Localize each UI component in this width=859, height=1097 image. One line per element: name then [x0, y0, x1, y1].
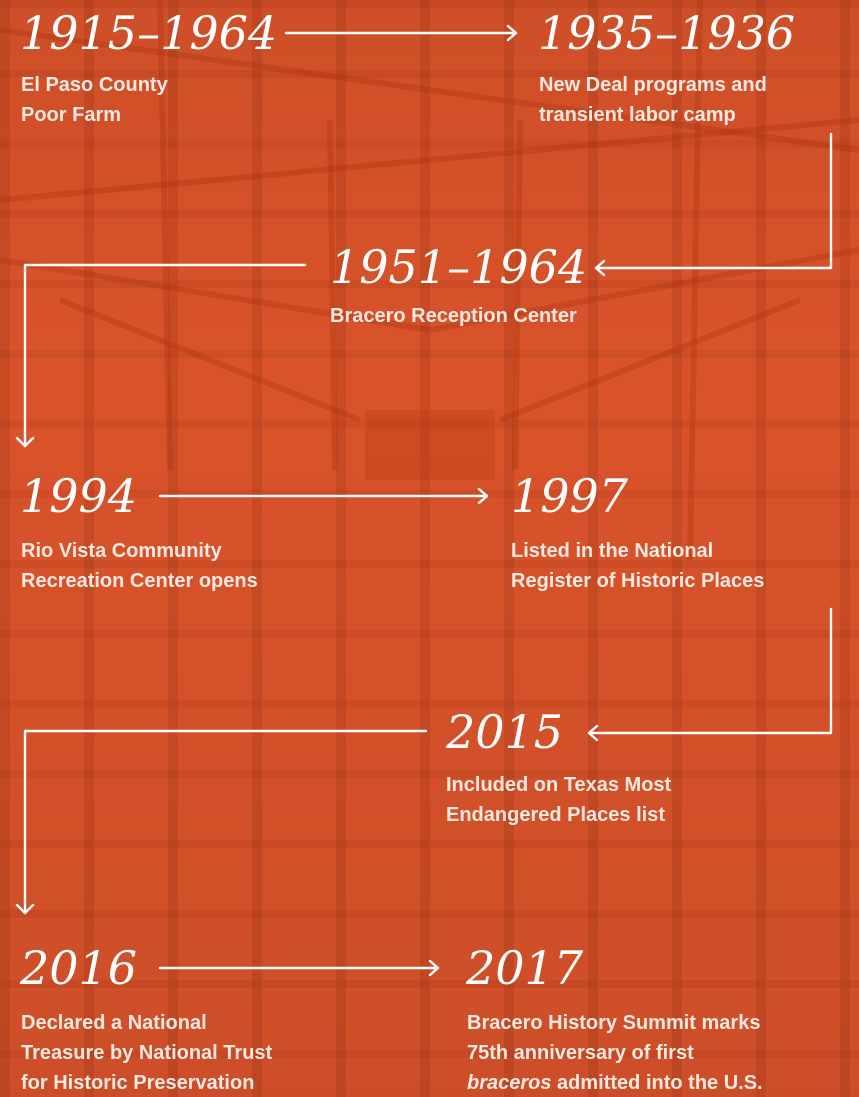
arrow-2015-to-2016 [15, 729, 428, 915]
year-2017: 2017 [466, 941, 584, 995]
year-2016: 2016 [20, 941, 138, 995]
event-2015-description: Included on Texas Most Endangered Places… [446, 774, 672, 826]
year-2015: 2015 [446, 705, 564, 759]
event-1915-1964-description: El Paso County Poor Farm [21, 74, 168, 126]
arrow-2016-to-2017 [158, 959, 440, 977]
year-1994: 1994 [20, 469, 138, 523]
event-1994-description: Rio Vista Community Recreation Center op… [21, 540, 258, 592]
last-line-rest-text: admitted into the U.S. [551, 1072, 763, 1094]
year-1951-1964: 1951–1964 [330, 240, 588, 294]
event-1997-description: Listed in the National Register of Histo… [511, 540, 765, 592]
event-2017-description: Bracero History Summit marks 75th annive… [467, 1012, 763, 1094]
arrow-1994-to-1997 [158, 487, 489, 505]
arrow-1951-to-1994 [15, 263, 307, 448]
event-2016-description: Declared a National Treasure by National… [21, 1012, 273, 1094]
arrow-1915-to-1935 [284, 24, 518, 42]
arrow-1935-to-1951 [594, 132, 833, 277]
year-1935-1936: 1935–1936 [538, 6, 796, 60]
arrow-1997-to-2015 [587, 607, 833, 742]
braceros-italic-text: braceros [467, 1072, 552, 1094]
year-1915-1964: 1915–1964 [20, 6, 278, 60]
event-1951-1964-description: Bracero Reception Center [330, 305, 577, 327]
event-1935-1936-description: New Deal programs and transient labor ca… [539, 74, 767, 126]
year-1997: 1997 [511, 469, 629, 523]
